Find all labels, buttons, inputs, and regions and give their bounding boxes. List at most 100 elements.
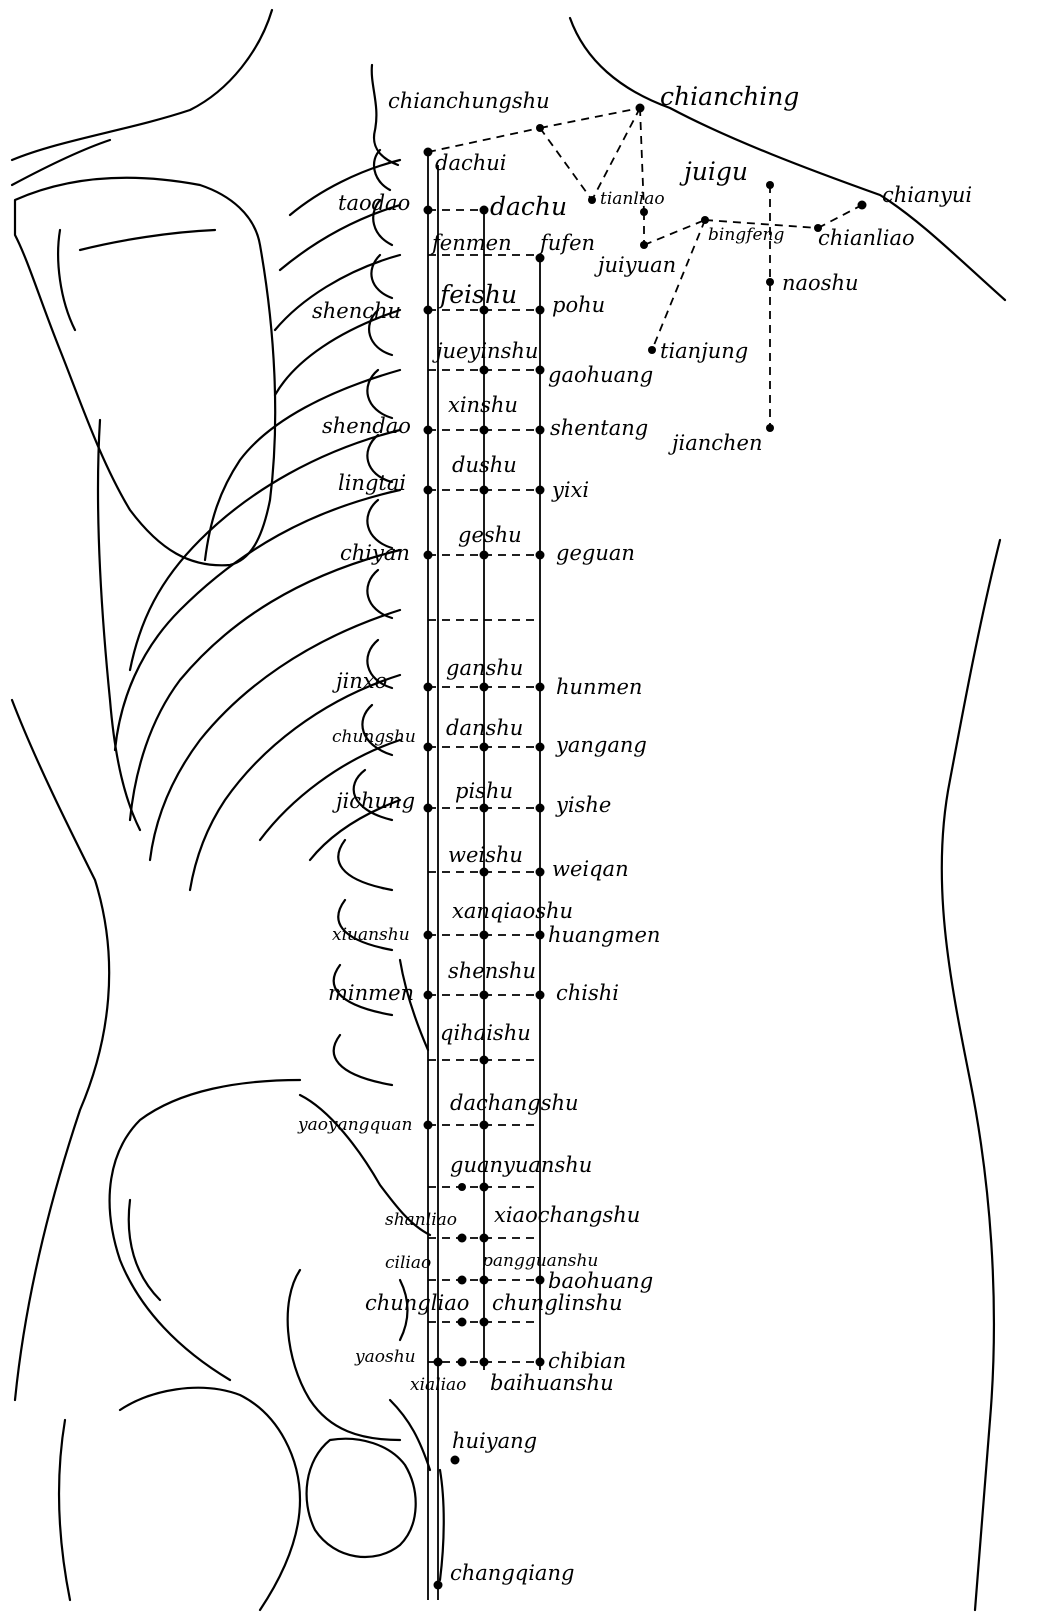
- point-chishi: [536, 991, 545, 1000]
- point-yixi: [536, 486, 545, 495]
- point-chiyan: [424, 551, 433, 560]
- point-huiyang: [451, 1456, 460, 1465]
- label-shendao: shendao: [322, 414, 411, 438]
- label-guanyuanshu: guanyuanshu: [450, 1153, 592, 1177]
- label-jinxo: jinxo: [332, 669, 387, 693]
- point-minmen: [424, 991, 433, 1000]
- label-yangang: yangang: [555, 733, 647, 757]
- point-pohu: [536, 306, 545, 315]
- label-lingtai: lingtai: [338, 471, 406, 495]
- label-jianchen: jianchen: [668, 431, 763, 455]
- point-huangmen: [536, 931, 545, 940]
- point-xiuanshu: [424, 931, 433, 940]
- point-pangguanshu: [480, 1276, 489, 1285]
- label-chibian: chibian: [548, 1349, 626, 1373]
- label-tianjung: tianjung: [660, 339, 748, 363]
- label-chianliao: chianliao: [818, 226, 915, 250]
- label-changqiang: changqiang: [450, 1561, 574, 1585]
- label-chiyan: chiyan: [340, 541, 410, 565]
- label-yishe: yishe: [555, 793, 611, 817]
- label-shentang: shentang: [550, 416, 648, 440]
- point-geshu: [480, 551, 489, 560]
- label-dachangshu: dachangshu: [450, 1091, 579, 1115]
- label-qihaishu: qihaishu: [440, 1021, 531, 1045]
- label-chishi: chishi: [556, 981, 619, 1005]
- point-chianching: [636, 104, 645, 113]
- point-taodao: [424, 206, 433, 215]
- point-jueyinshu: [480, 366, 489, 375]
- point-tianliao: [588, 196, 596, 204]
- point-baihuanshu: [480, 1358, 489, 1367]
- point-juigu: [766, 181, 774, 189]
- point-weiqan: [536, 868, 545, 877]
- point-yangang: [536, 743, 545, 752]
- point-chibian: [536, 1358, 545, 1367]
- label-tianliao: tianliao: [600, 189, 665, 209]
- point-weishu: [480, 868, 489, 877]
- label-dachu: dachu: [490, 192, 567, 221]
- point-shentang: [536, 426, 545, 435]
- point-ganshu: [480, 683, 489, 692]
- label-ciliao: ciliao: [385, 1253, 431, 1273]
- point-bingfeng: [701, 216, 709, 224]
- point-shendao: [424, 426, 433, 435]
- point-juiyuan: [640, 241, 648, 249]
- point-gaohuang: [536, 366, 545, 375]
- point-qihaishu: [480, 1056, 489, 1065]
- label-weishu: weishu: [448, 843, 523, 867]
- label-fenmen: fenmen: [430, 231, 512, 255]
- point-tianjung: [648, 346, 656, 354]
- point-chianchungshu: [536, 124, 544, 132]
- label-jichung: jichung: [332, 789, 415, 813]
- point-hunmen: [536, 683, 545, 692]
- point-pishu: [480, 804, 489, 813]
- point-dachu: [480, 206, 489, 215]
- label-xanqiaoshu: xanqiaoshu: [452, 899, 573, 923]
- point-lingtai: [424, 486, 433, 495]
- label-pohu: pohu: [552, 293, 605, 317]
- label-chunglinshu: chunglinshu: [492, 1291, 623, 1315]
- point-yishe: [536, 804, 545, 813]
- label-feishu: feishu: [438, 280, 517, 309]
- label-weiqan: weiqan: [552, 857, 629, 881]
- label-geshu: geshu: [458, 523, 522, 547]
- label-juigu: juigu: [679, 157, 748, 186]
- label-chianchungshu: chianchungshu: [388, 89, 550, 113]
- point-xialiao: [458, 1358, 467, 1367]
- point-naoshu: [766, 278, 774, 286]
- point-baohuang: [536, 1276, 545, 1285]
- label-pishu: pishu: [455, 779, 513, 803]
- label-bingfeng: bingfeng: [708, 225, 784, 245]
- point-shanliao: [458, 1234, 467, 1243]
- label-hunmen: hunmen: [556, 675, 642, 699]
- label-yaoshu: yaoshu: [354, 1347, 416, 1367]
- label-baohuang: baohuang: [548, 1269, 653, 1293]
- label-chianching: chianching: [660, 82, 799, 111]
- point-chungliao: [458, 1318, 467, 1327]
- label-gaohuang: gaohuang: [548, 363, 653, 387]
- point-yaoshu: [434, 1358, 443, 1367]
- point-jianchen: [766, 424, 774, 432]
- label-xialiao: xialiao: [410, 1375, 466, 1395]
- label-xiaochangshu: xiaochangshu: [494, 1203, 640, 1227]
- label-danshu: danshu: [446, 716, 523, 740]
- point-jinxo: [424, 683, 433, 692]
- label-ganshu: ganshu: [446, 656, 523, 680]
- label-pangguanshu: pangguanshu: [482, 1251, 598, 1271]
- label-shenshu: shenshu: [448, 959, 536, 983]
- point-jichung: [424, 804, 433, 813]
- label-huangmen: huangmen: [548, 923, 660, 947]
- point-danshu: [480, 743, 489, 752]
- label-huiyang: huiyang: [452, 1429, 537, 1453]
- label-yaoyangquan: yaoyangquan: [297, 1115, 412, 1135]
- point-xiaochangshu: [480, 1234, 489, 1243]
- label-xiuanshu: xiuanshu: [332, 925, 410, 945]
- label-fufen: fufen: [538, 231, 595, 255]
- point-juiyuan-up: [640, 208, 648, 216]
- label-geguan: geguan: [556, 541, 635, 565]
- label-juiyuan: juiyuan: [594, 253, 676, 277]
- point-yaoyangguan: [424, 1121, 433, 1130]
- label-dachui: dachui: [435, 151, 507, 175]
